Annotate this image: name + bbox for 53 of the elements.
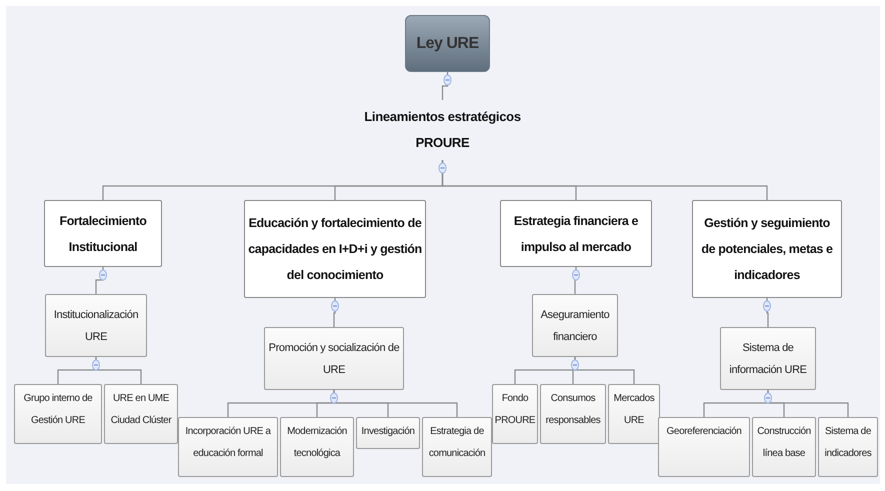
leaf-box <box>104 384 178 444</box>
leaf-box <box>540 384 606 444</box>
node-label: Gestión y seguimiento de potenciales, metas e indicadores <box>700 215 834 284</box>
leaf-box <box>14 384 102 444</box>
node-label: Estrategia financiera e impulso al mercado <box>512 212 640 256</box>
branch-box <box>692 200 842 298</box>
node-label: Mercados URE <box>612 392 656 428</box>
connector-line <box>333 390 458 417</box>
node-label: Lineamientos estratégicos PROURE <box>363 108 522 152</box>
node-label: Fondo PROURE <box>494 392 536 428</box>
node-label: Construcción línea base <box>756 425 812 461</box>
subtopic-box <box>532 294 618 357</box>
leaf-box <box>492 384 538 444</box>
connector-line <box>95 267 104 294</box>
node-label: Modernización tecnológica <box>286 425 348 461</box>
node-label: Aseguramiento financiero <box>540 308 610 344</box>
node-label: Educación y fortalecimiento de capacidades en I+D+i y gestión del conocimiento <box>248 215 422 284</box>
connector-line <box>442 72 448 100</box>
subtopic-box <box>45 294 147 357</box>
leaf-box <box>356 417 420 449</box>
subtopic-box <box>720 327 816 390</box>
connector-line <box>442 160 768 200</box>
node-label: Institucionalización URE <box>52 308 140 344</box>
node-label: Investigación <box>361 425 415 439</box>
node-label: Incorporación URE a educación formal <box>184 425 272 461</box>
branch-box <box>244 200 426 298</box>
leaf-box <box>818 417 878 477</box>
node-label: Ley URE <box>416 34 479 52</box>
node-label: Sistema de indicadores <box>824 425 872 461</box>
connector-line <box>574 267 577 294</box>
connector-line <box>766 298 769 327</box>
branch-box <box>500 200 652 267</box>
node-label: Fortalecimiento Institucional <box>58 212 148 256</box>
node-label: Georeferenciación <box>666 425 742 439</box>
leaf-box <box>178 417 278 477</box>
node-label: Sistema de información URE <box>728 340 808 378</box>
leaf-box <box>608 384 660 444</box>
node-label: Consumos responsables <box>544 392 602 428</box>
node-label: Estrategia de comunicación <box>428 425 486 461</box>
branch-box <box>44 200 162 267</box>
connector-line <box>95 357 142 384</box>
topic-box <box>405 15 490 72</box>
connector-line <box>767 390 849 417</box>
leaf-box <box>658 417 750 477</box>
connector-line <box>333 298 336 327</box>
connector-line <box>574 357 635 384</box>
leaf-box <box>280 417 354 477</box>
leaf-box <box>752 417 816 477</box>
subtopic-box <box>264 327 404 390</box>
leaf-box <box>422 417 492 477</box>
node-label: Grupo interno de Gestión URE <box>22 392 94 428</box>
node-label: Promoción y socialización de URE <box>268 340 400 378</box>
node-label: URE en UME Ciudad Clúster <box>110 392 172 428</box>
